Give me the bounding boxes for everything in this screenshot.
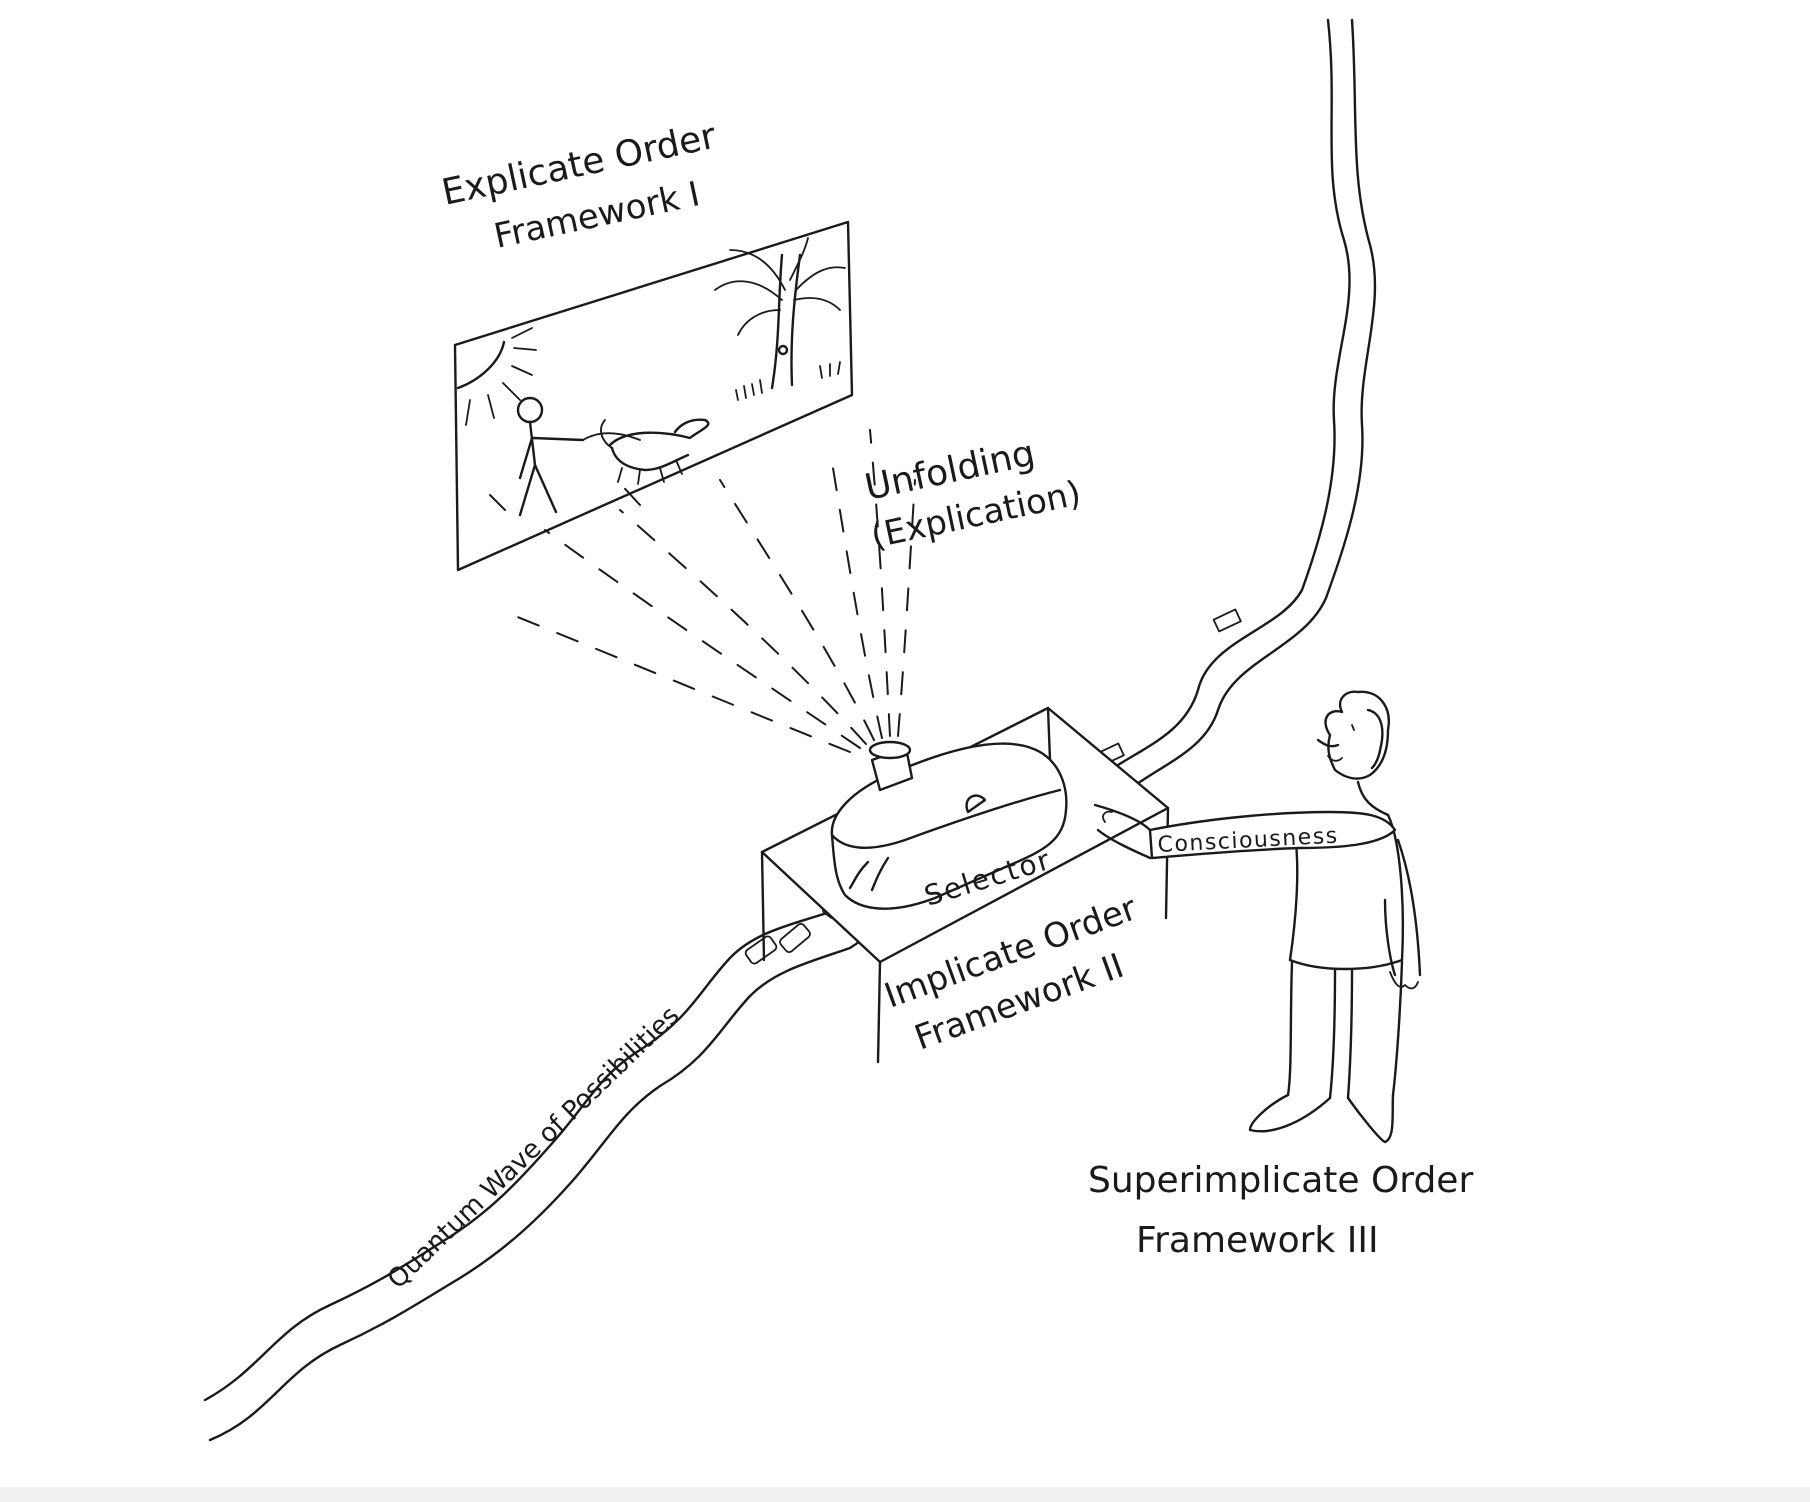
selector-device [830,740,1068,910]
quantum-wave-label: Quantum Wave of Possibilities [382,1001,685,1295]
person-consciousness [1093,690,1422,1144]
unfolding-label: Unfolding (Explication) [861,433,1084,557]
upper-ribbon [1058,18,1377,798]
page-bottom-edge [0,1487,1810,1502]
superimplicate-order-title: Superimplicate Order [1088,1160,1473,1201]
tree-icon [714,237,846,390]
projection-screen [453,220,854,572]
explicate-order-label: Explicate Order Framework I [438,116,719,257]
sun-icon [456,327,537,426]
dog-icon [582,418,710,485]
superimplicate-order-framework: Framework III [1136,1220,1379,1261]
grass-icon [735,361,841,401]
superimplicate-order-label: Superimplicate Order Framework III [1088,1160,1473,1261]
walking-person-icon [516,396,585,517]
unfolding-rays [499,429,916,753]
